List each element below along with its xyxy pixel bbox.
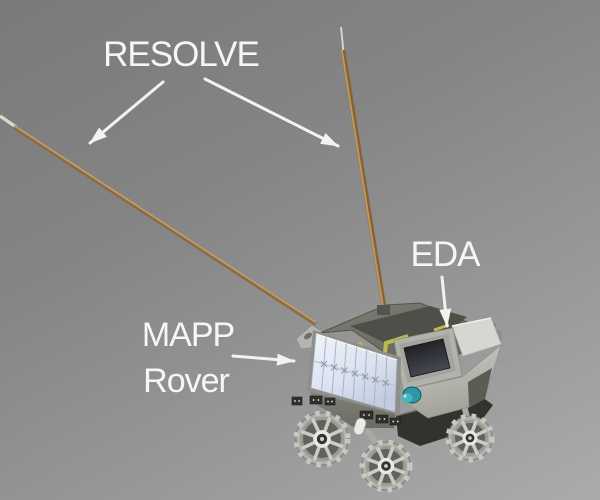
connector-pin [294,400,296,402]
wheel-spoke [452,438,467,447]
wheel-spoke [470,441,479,456]
panel-fastener-mark [320,360,328,368]
wheel-spoke [323,443,333,460]
white-cylinder-link [353,417,367,436]
wheel-spoke [366,457,382,466]
solar-panel [307,330,401,415]
panel-fastener-mark [361,373,369,380]
connector-pin [396,420,399,423]
left-boom-rod-highlight [13,124,317,324]
connector-pin [392,420,395,423]
wheel-spoke [470,420,478,434]
left-antenna-boom [0,114,318,326]
panel-fastener-mark [341,367,348,374]
label-mapp: MAPP [142,316,234,354]
wheel-grousers [293,410,351,468]
right-boom-tip [340,26,345,53]
wheel-spoke [452,430,466,438]
wheel-front-left [359,439,413,493]
left-boom-rod-shadow [12,125,318,326]
panel-fastener-mark [372,376,379,384]
wheel-spoke [311,418,321,435]
connector-box [389,417,402,426]
right-antenna-boom [340,26,388,314]
connector-box [291,396,303,406]
wheel-spoke [386,446,395,462]
left-boom-tip [0,114,17,129]
label-eda: EDA [411,235,482,274]
teal-sensor [401,386,422,404]
connector-pin [383,418,386,420]
teal-sensor-highlight [403,394,407,398]
wheel-spoke [300,430,317,439]
annotations: RESOLVE EDA MAPP Rover [88,35,482,400]
connector-boxes [291,395,402,426]
connector-pin [317,399,320,401]
right-boom-mount [377,305,390,315]
panel-fastener-mark [382,379,390,387]
right-boom-rod-shadow [340,49,388,314]
wheel-spoke [322,417,331,434]
wheel-spoke [473,429,488,438]
wheel-spoke [390,466,406,475]
wheel-axle-cap [468,436,472,440]
wheel-spoke [367,467,382,476]
wheel-rear-left [293,410,351,468]
connector-pin [363,414,365,416]
right-boom-rod-highlight [340,49,385,313]
teal-sensor-face [401,393,413,403]
connector-pin [378,418,381,420]
wheel-grousers [359,439,413,493]
wheel-spoke [376,447,385,462]
resolve-arrow-left [88,80,165,145]
wheel-spoke [301,440,318,450]
connector-pin [312,399,315,401]
camera-window [403,338,451,378]
connector-box [309,395,323,405]
connector-pin [331,400,333,403]
connector-pin [298,400,300,402]
eda-box-top-edge [451,317,492,327]
connector-pin [327,400,329,403]
wheel-front-right [445,413,495,463]
wheel-spoke [377,470,386,486]
connector-box [375,414,389,424]
panel-fastener-mark [351,370,359,377]
camera-console [393,327,463,391]
panel-fastener-mark [330,363,338,371]
label-rover: Rover [143,362,229,400]
resolve-arrow-right [203,77,340,148]
wheel-spoke [474,438,488,446]
wheel-axle-cap [384,464,388,468]
wheels [293,410,495,493]
mapp-rover-illustration [291,302,502,493]
wheel-spoke [326,428,343,438]
mapp-rover-arrow [231,353,296,366]
eda-box [451,317,502,357]
wheel-spoke [313,444,322,461]
wheel-spoke [461,420,470,435]
connector-box [324,397,336,406]
wheel-spoke [462,442,470,456]
connector-pin [368,414,370,416]
solar-panel-detail [313,337,397,410]
eda-arrow [439,275,452,328]
wheel-spoke [327,439,344,448]
wheel-spoke [390,456,405,465]
front-right-shadow-wedge [468,368,492,407]
wheel-spoke [387,470,396,485]
bracket-hole [304,332,312,340]
wheel-axle-cap [319,436,325,442]
wheel-grousers [445,413,495,463]
connector-box [359,410,374,420]
label-resolve: RESOLVE [103,35,259,74]
